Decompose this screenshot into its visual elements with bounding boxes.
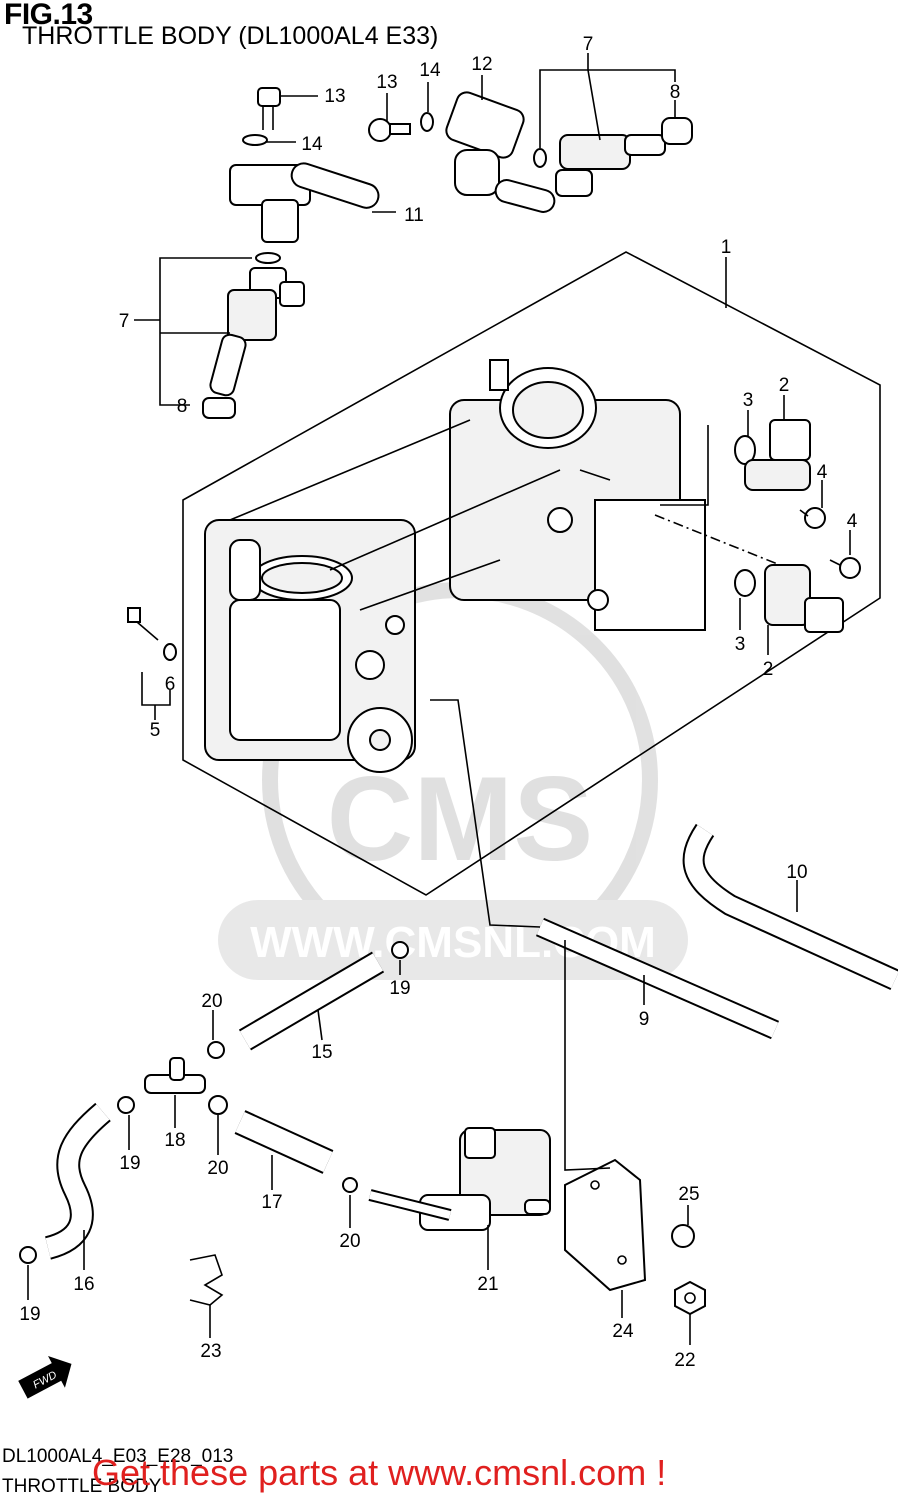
screw-4-upper[interactable] xyxy=(799,507,826,529)
callout-25: 25 xyxy=(678,1184,699,1205)
callout-19-a: 19 xyxy=(389,978,410,999)
callout-3-lower: 3 xyxy=(735,634,746,655)
callout-23: 23 xyxy=(200,1341,221,1362)
callout-8-right: 8 xyxy=(670,82,681,103)
callout-labels: 1 2 2 3 3 4 4 5 6 7 7 8 8 9 10 11 12 13 … xyxy=(19,34,857,1371)
leader-lines xyxy=(27,53,851,1345)
hose-16[interactable] xyxy=(44,1102,111,1260)
diagram-name: THROTTLE BODY xyxy=(2,1476,162,1497)
clamp-19-a[interactable] xyxy=(391,941,409,959)
callout-12: 12 xyxy=(471,54,492,75)
callout-4-lower: 4 xyxy=(847,511,858,532)
callout-2-upper: 2 xyxy=(779,375,790,396)
callout-20-c: 20 xyxy=(339,1231,360,1252)
screw-4-lower[interactable] xyxy=(829,557,861,579)
screw-5[interactable] xyxy=(127,607,159,641)
cushion-8-right[interactable] xyxy=(661,117,693,145)
sensor-2-lower[interactable] xyxy=(764,564,844,633)
callout-10: 10 xyxy=(786,862,807,883)
callout-9: 9 xyxy=(639,1009,650,1030)
fuel-injector-7-right[interactable] xyxy=(555,134,666,197)
fuel-pipe-12[interactable] xyxy=(444,90,557,215)
clip-23[interactable] xyxy=(189,1254,224,1306)
callout-18: 18 xyxy=(164,1130,185,1151)
hose-9[interactable] xyxy=(535,917,780,1040)
callout-2-lower: 2 xyxy=(763,659,774,680)
callout-15: 15 xyxy=(311,1042,332,1063)
screw-13-upper[interactable] xyxy=(257,87,281,130)
callout-3-upper: 3 xyxy=(743,390,754,411)
hose-10[interactable] xyxy=(682,823,898,991)
callout-6: 6 xyxy=(165,674,176,695)
clamp-19-c[interactable] xyxy=(19,1246,37,1264)
washer-6[interactable] xyxy=(163,643,177,661)
throttle-body-assembly[interactable] xyxy=(204,359,706,773)
callout-20-a: 20 xyxy=(201,991,222,1012)
diagram-title: THROTTLE BODY (DL1000AL4 E33) xyxy=(22,22,439,50)
oring-7-right[interactable] xyxy=(533,148,547,168)
sensor-2-upper[interactable] xyxy=(744,419,811,491)
assembly-outline xyxy=(182,251,881,896)
washer-14-lower[interactable] xyxy=(420,112,434,132)
fuel-delivery-pipe-11[interactable] xyxy=(229,160,382,243)
callout-8-left: 8 xyxy=(177,396,188,417)
bracket-24[interactable] xyxy=(564,1158,647,1292)
clamp-20-b[interactable] xyxy=(208,1095,228,1115)
callout-13-lower: 13 xyxy=(376,72,397,93)
hose-15[interactable] xyxy=(238,951,385,1051)
solenoid-valve-21[interactable] xyxy=(368,1127,551,1231)
washer-14-upper[interactable] xyxy=(242,134,268,146)
diagram-code: DL1000AL4_E03_E28_013 xyxy=(2,1446,234,1467)
fuel-injector-7-left[interactable] xyxy=(209,252,305,397)
callout-7-right: 7 xyxy=(583,34,594,55)
callout-7-left: 7 xyxy=(119,311,130,332)
callout-24: 24 xyxy=(612,1321,634,1342)
callout-4-upper: 4 xyxy=(817,462,828,483)
callout-19-b: 19 xyxy=(119,1153,140,1174)
clamp-19-b[interactable] xyxy=(117,1096,135,1114)
callout-16: 16 xyxy=(73,1274,94,1295)
screw-25[interactable] xyxy=(671,1224,695,1248)
figure-number: FIG.13 xyxy=(4,0,93,31)
screw-13-lower[interactable] xyxy=(368,118,411,142)
watermark-logo: CMS xyxy=(327,752,594,886)
hose-17[interactable] xyxy=(234,1110,334,1174)
tee-joint-18[interactable] xyxy=(144,1057,206,1094)
oring-3-lower[interactable] xyxy=(734,569,756,597)
callout-21: 21 xyxy=(477,1274,498,1295)
callout-17: 17 xyxy=(261,1192,282,1213)
callout-14-right: 14 xyxy=(419,60,441,81)
callout-22: 22 xyxy=(674,1350,695,1371)
callout-5: 5 xyxy=(150,720,161,741)
nut-22[interactable] xyxy=(674,1280,706,1316)
callout-20-b: 20 xyxy=(207,1158,228,1179)
clamp-20-a[interactable] xyxy=(207,1041,225,1059)
callout-11: 11 xyxy=(404,205,424,226)
callout-19-c: 19 xyxy=(19,1304,40,1325)
clamp-20-c[interactable] xyxy=(342,1177,358,1193)
forward-direction-badge: FWD xyxy=(18,1356,72,1399)
callout-1: 1 xyxy=(721,237,732,258)
callout-14-left: 14 xyxy=(301,134,323,155)
callout-13-upper: 13 xyxy=(324,86,345,107)
promo-banner[interactable]: Get these parts at www.cmsnl.com ! xyxy=(92,1452,667,1493)
cushion-8-left[interactable] xyxy=(202,397,236,419)
